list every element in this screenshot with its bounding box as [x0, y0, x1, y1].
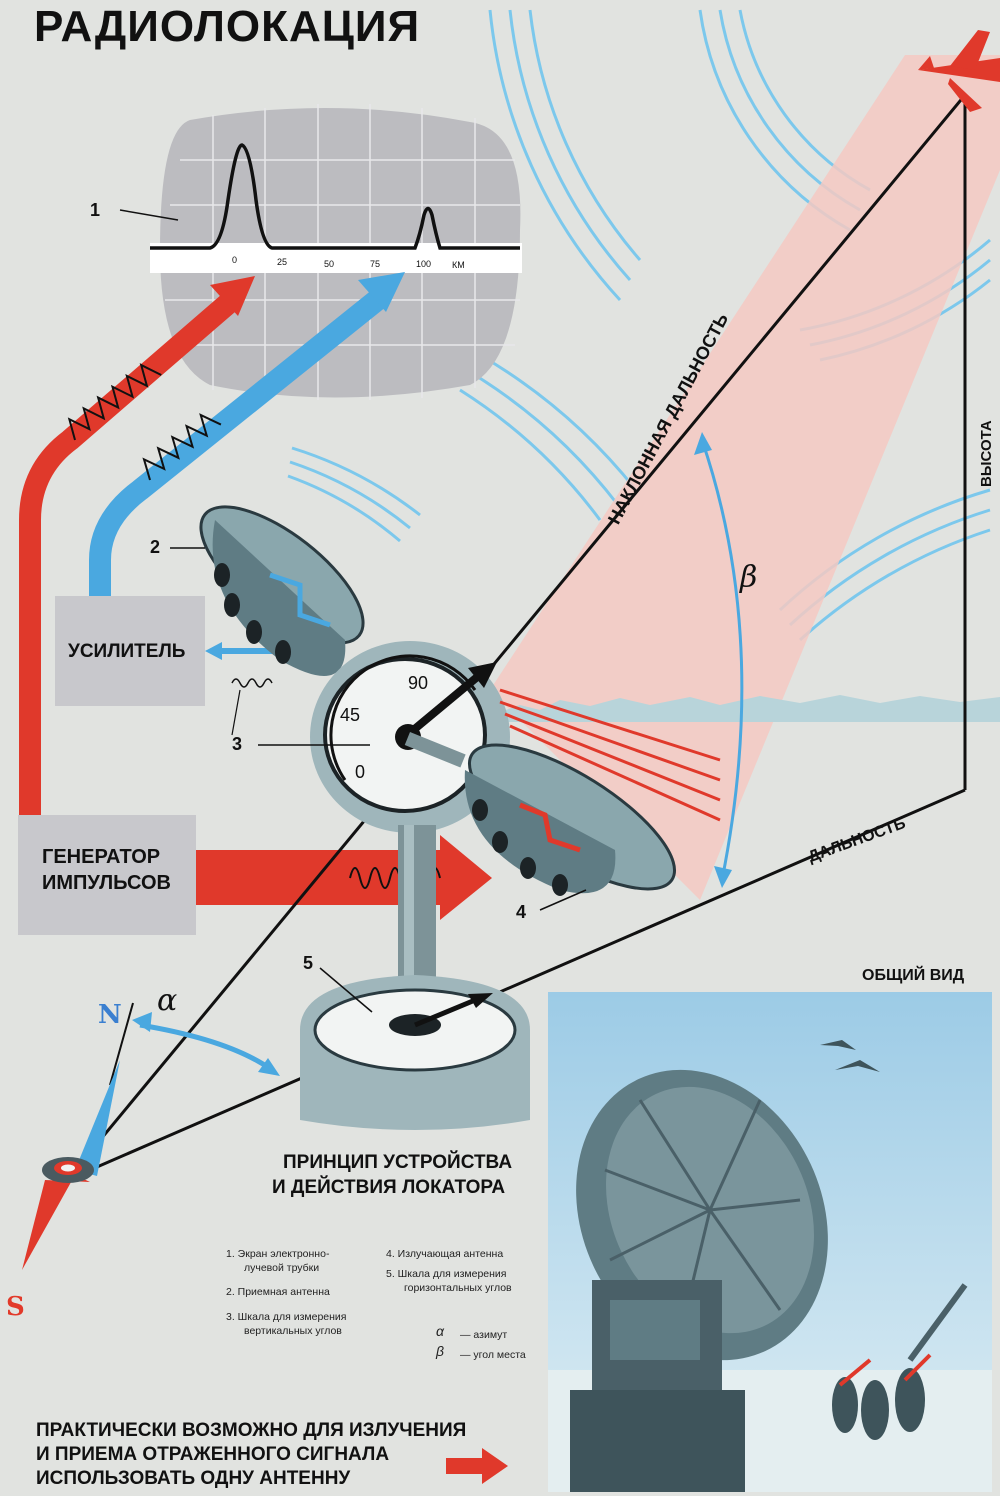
alpha-symbol: α [157, 983, 178, 1018]
compass-needle [22, 1060, 120, 1270]
amplifier-label: УСИЛИТЕЛЬ [68, 641, 186, 662]
amplifier-block [55, 596, 205, 706]
red-signal-path [19, 276, 255, 820]
legend-beta-symbol: β [436, 1343, 444, 1359]
height-label: ВЫСОТА [978, 420, 995, 487]
callout-5: 5 [303, 953, 314, 973]
principle-heading-line1: ПРИНЦИП УСТРОЙСТВА [283, 1152, 513, 1173]
legend-item-3-line1: 3. Шкала для измерения [226, 1311, 347, 1323]
principle-heading-line2: И ДЕЙСТВИЯ ЛОКАТОРА [272, 1177, 506, 1198]
legend-item-4: 4. Излучающая антенна [386, 1248, 504, 1260]
callout-1: 1 [90, 200, 101, 220]
oscilloscope-screen [119, 104, 522, 400]
tick-0: 0 [232, 255, 238, 265]
azimuth-angle-arrow [109, 1002, 280, 1086]
elevation-angle-arrow [694, 432, 744, 888]
generator-label-line1: ГЕНЕРАТОР [42, 846, 161, 868]
compass-north-label: N [98, 1000, 122, 1030]
target-aircraft [918, 30, 1000, 112]
poster-title: РАДИОЛОКАЦИЯ [34, 2, 421, 51]
pulse-generator-block [18, 815, 196, 935]
legend-alpha-symbol: α [436, 1323, 444, 1339]
azimuth-dial-pedestal [300, 825, 530, 1130]
tick-unit-km: КМ [452, 260, 465, 270]
dial-mark-45: 45 [340, 705, 361, 725]
transmitting-antenna [464, 743, 677, 911]
callout-2: 2 [150, 537, 161, 557]
receiving-antenna [170, 505, 365, 676]
vertical-angle-dial [258, 641, 510, 833]
horizon [500, 695, 1000, 722]
conclusion-line3: ИСПОЛЬЗОВАТЬ ОДНУ АНТЕННУ [36, 1468, 351, 1489]
legend-item-5-line1: 5. Шкала для измерения [386, 1268, 507, 1280]
bottom-red-arrow [446, 1448, 508, 1484]
blue-signal-path [89, 272, 405, 596]
legend-item-2: 2. Приемная антенна [226, 1286, 330, 1298]
generator-label-line2: ИМПУЛЬСОВ [42, 872, 171, 894]
radar-wave-arcs [287, 9, 991, 642]
legend-alpha-text: — азимут [460, 1329, 508, 1341]
dial-mark-90: 90 [408, 673, 429, 693]
general-view-picture [548, 992, 992, 1492]
geometry-lines [65, 94, 967, 1182]
compass-south-label: S [6, 1292, 25, 1322]
dial-mark-0: 0 [355, 762, 366, 782]
beta-symbol: β [740, 560, 758, 595]
legend-item-1-line1: 1. Экран электронно- [226, 1248, 330, 1260]
conclusion-line1: ПРАКТИЧЕСКИ ВОЗМОЖНО ДЛЯ ИЗЛУЧЕНИЯ [36, 1420, 467, 1441]
tick-100: 100 [416, 259, 432, 269]
legend-item-5-line2: горизонтальных углов [404, 1282, 512, 1294]
tick-50: 50 [324, 259, 335, 269]
general-view-label: ОБЩИЙ ВИД [862, 967, 965, 984]
legend-item-1-line2: лучевой трубки [244, 1262, 320, 1274]
conclusion-line2: И ПРИЕМА ОТРАЖЕННОГО СИГНАЛА [36, 1444, 390, 1465]
radar-beam [490, 55, 1000, 900]
legend-beta-text: — угол места [460, 1349, 526, 1361]
tick-25: 25 [277, 257, 288, 267]
callout-3: 3 [232, 734, 243, 754]
emission-lines [499, 688, 721, 822]
callout-4: 4 [516, 902, 527, 922]
tick-75: 75 [370, 259, 381, 269]
legend-item-3-line2: вертикальных углов [244, 1325, 342, 1337]
